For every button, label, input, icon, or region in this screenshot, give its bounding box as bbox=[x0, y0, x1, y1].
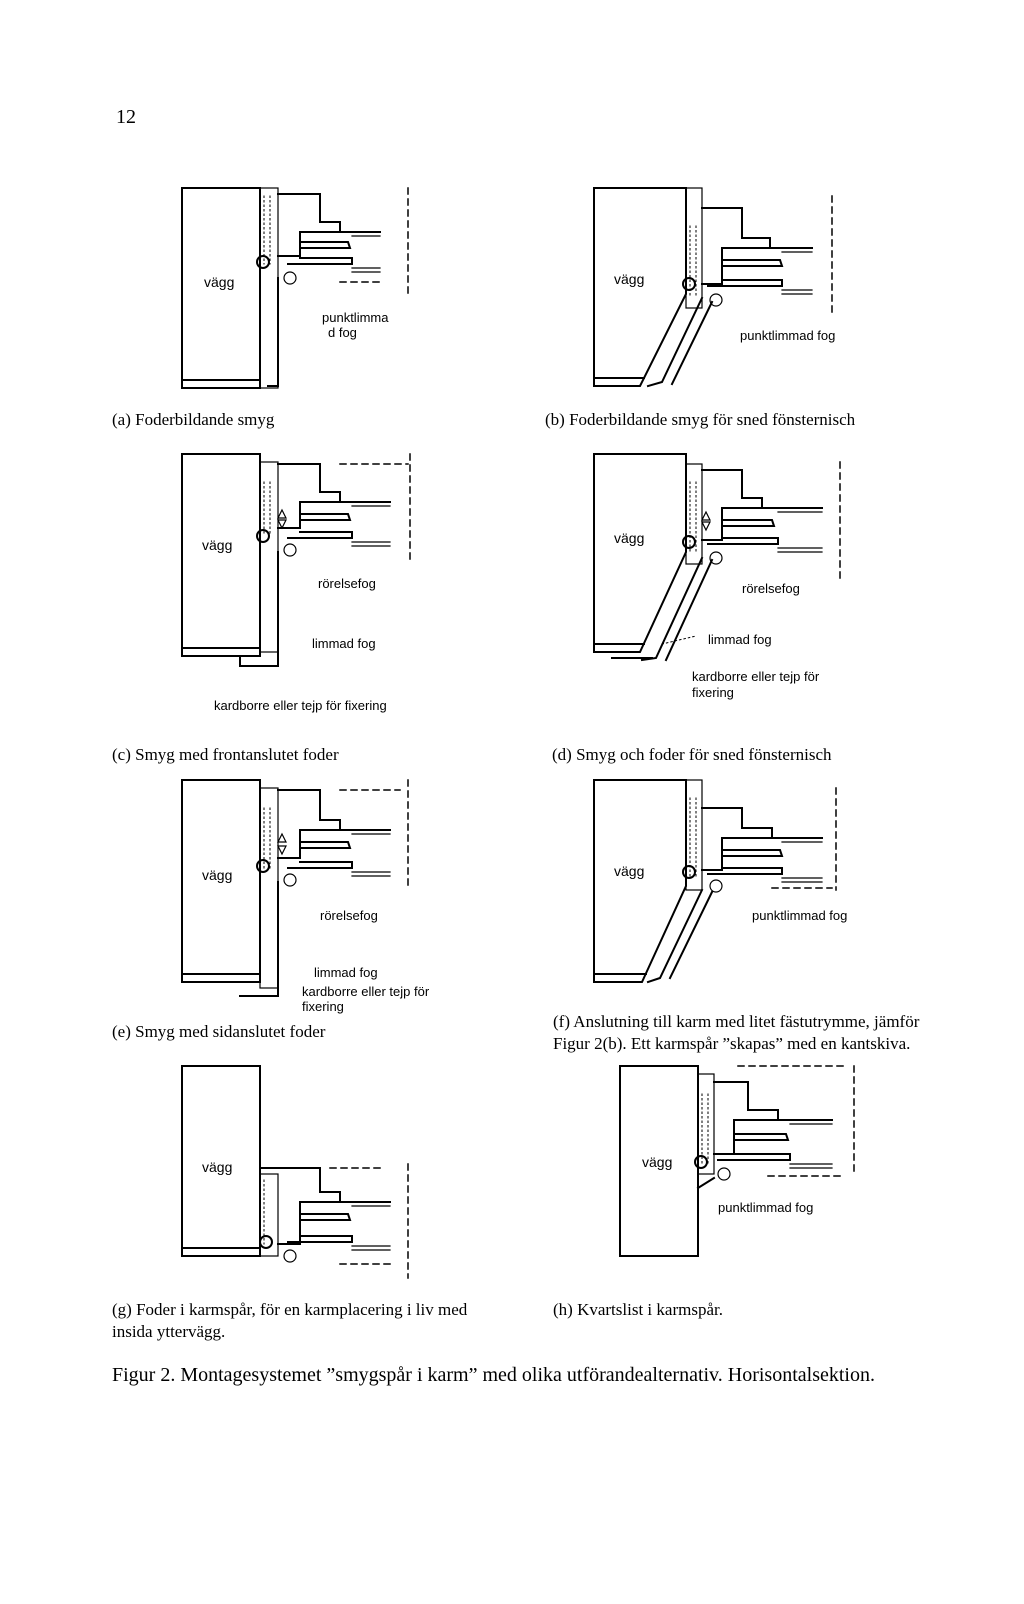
note-text: limmad fog bbox=[708, 632, 772, 647]
note-text: rörelsefog bbox=[742, 581, 800, 596]
wall-label: vägg bbox=[614, 863, 644, 879]
wall-label: vägg bbox=[614, 530, 644, 546]
caption-h: (h) Kvartslist i karmspår. bbox=[553, 1300, 723, 1319]
wall-label: vägg bbox=[202, 867, 232, 883]
figure-panel-g: vägg bbox=[181, 1065, 409, 1279]
wall-label: vägg bbox=[642, 1154, 672, 1170]
wall-label: vägg bbox=[204, 274, 234, 290]
note-text: punktlimmad fog bbox=[752, 908, 847, 923]
wall-label: vägg bbox=[202, 1159, 232, 1175]
note-text: fixering bbox=[302, 999, 344, 1014]
note-text: d fog bbox=[328, 325, 357, 340]
figure-title: Figur 2. Montagesystemet ”smygspår i kar… bbox=[112, 1364, 875, 1386]
note-text: rörelsefog bbox=[318, 576, 376, 591]
caption-c: (c) Smyg med frontanslutet foder bbox=[112, 745, 339, 764]
figure-panel-f: vägg punktlimmad fog bbox=[593, 779, 847, 984]
note-text: punktlimmad fog bbox=[718, 1200, 813, 1215]
note-text: punktlimmad fog bbox=[740, 328, 835, 343]
wall-section bbox=[593, 779, 687, 983]
note-text: fixering bbox=[692, 685, 734, 700]
note-text: kardborre eller tejp för bbox=[302, 984, 430, 999]
caption-e: (e) Smyg med sidanslutet foder bbox=[112, 1022, 326, 1041]
page-number: 12 bbox=[116, 106, 136, 128]
caption-g-line2: insida yttervägg. bbox=[112, 1322, 226, 1341]
figure-panel-c: vägg rörelsefog limmad fog bbox=[181, 453, 411, 667]
note-text: limmad fog bbox=[314, 965, 378, 980]
caption-d: (d) Smyg och foder för sned fönsternisch bbox=[552, 745, 832, 764]
note-text: kardborre eller tejp för fixering bbox=[214, 698, 387, 713]
note-text: kardborre eller tejp för bbox=[692, 669, 820, 684]
wall-section bbox=[593, 187, 687, 387]
figure-panel-e: vägg rörelsefog limmad fog kardborre ell… bbox=[181, 779, 430, 1014]
note-text: rörelsefog bbox=[320, 908, 378, 923]
caption-f-line1: (f) Anslutning till karm med litet fästu… bbox=[553, 1012, 920, 1031]
wall-section bbox=[181, 1065, 261, 1257]
figure-panel-a: vägg punktlimma d fog bbox=[181, 187, 409, 389]
figure-panel-h: vägg punktlimmad fog bbox=[619, 1065, 855, 1257]
wall-label: vägg bbox=[614, 271, 644, 287]
wall-label: vägg bbox=[202, 537, 232, 553]
note-text: limmad fog bbox=[312, 636, 376, 651]
note-text: punktlimma bbox=[322, 310, 389, 325]
caption-f-line2: Figur 2(b). Ett karmspår ”skapas” med en… bbox=[553, 1034, 911, 1053]
caption-b: (b) Foderbildande smyg för sned fönstern… bbox=[545, 410, 856, 429]
wall-section bbox=[593, 453, 687, 653]
figure-panel-d: vägg rörelsefog limmad fog kardborre ell… bbox=[593, 453, 841, 700]
caption-a: (a) Foderbildande smyg bbox=[112, 410, 275, 429]
caption-g-line1: (g) Foder i karmspår, för en karmplaceri… bbox=[112, 1300, 468, 1319]
wall-section bbox=[181, 453, 261, 657]
figure-panel-b: vägg punktlimmad fog bbox=[593, 187, 835, 388]
